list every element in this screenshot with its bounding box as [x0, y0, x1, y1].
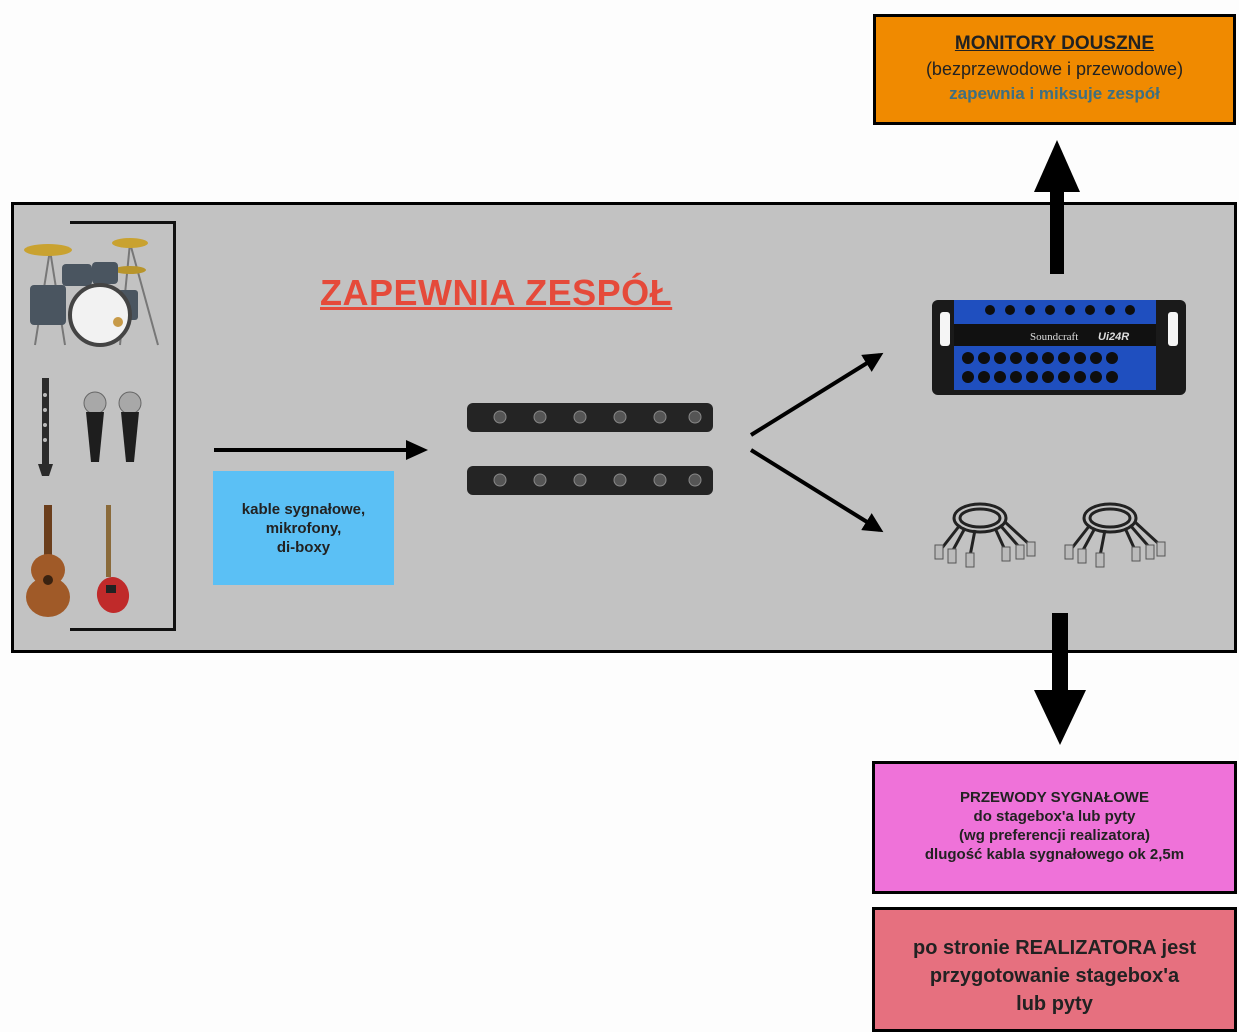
cables-label-line1: kable sygnałowe,	[241, 500, 366, 518]
xlr-snake-icon	[1064, 502, 1166, 568]
digital-mixer-icon: Soundcraft Ui24R	[932, 300, 1186, 395]
microphone-icon	[83, 391, 107, 462]
splitter-rack-icon	[467, 403, 713, 432]
signal-box-line2: do stagebox'a lub pyty	[973, 808, 1136, 825]
arrow-instruments-to-splitter	[214, 440, 428, 460]
clarinet-icon	[38, 378, 53, 476]
signal-box-line4: dlugość kabla sygnałowego ok 2,5m	[924, 846, 1185, 863]
realizator-box: po stronie REALIZATORA jest przygotowani…	[872, 907, 1237, 1032]
stage-title: ZAPEWNIA ZESPÓŁ	[320, 272, 673, 313]
monitors-title: MONITORY DOUSZNE	[954, 33, 1155, 54]
cables-label-line3: di-boxy	[276, 538, 331, 556]
monitors-note: zapewnia i miksuje zespół	[949, 84, 1160, 103]
realizator-line2: przygotowanie stagebox'a	[929, 965, 1180, 987]
acoustic-guitar-icon	[26, 505, 70, 617]
cables-label-line2: mikrofony,	[265, 519, 342, 537]
arrow-splitter-to-snakes	[749, 448, 884, 533]
mixer-model: Ui24R	[1098, 331, 1129, 343]
splitter-rack-icon	[467, 466, 713, 495]
signal-cables-box: PRZEWODY SYGNAŁOWE do stagebox'a lub pyt…	[872, 761, 1237, 894]
arrow-splitter-to-mixer	[749, 352, 884, 437]
microphone-icon	[118, 391, 142, 462]
mixer-brand: Soundcraft	[1030, 331, 1078, 343]
realizator-line1: po stronie REALIZATORA jest	[913, 937, 1196, 959]
instruments-bracket	[70, 221, 176, 631]
realizator-line3: lub pyty	[1016, 993, 1093, 1015]
bass-guitar-icon	[96, 505, 130, 613]
drum-kit-icon	[24, 238, 159, 347]
signal-box-line1: PRZEWODY SYGNAŁOWE	[960, 789, 1149, 806]
xlr-snake-icon	[934, 502, 1036, 568]
in-ear-monitors-box: MONITORY DOUSZNE (bezprzewodowe i przewo…	[873, 14, 1236, 125]
arrow-up-to-monitors	[1034, 140, 1080, 274]
monitors-subtitle: (bezprzewodowe i przewodowe)	[925, 59, 1184, 79]
signal-box-line3: (wg preferencji realizatora)	[959, 827, 1150, 844]
cables-label-box: kable sygnałowe, mikrofony, di-boxy	[213, 471, 394, 585]
arrow-down-to-signal-box	[1034, 613, 1086, 745]
